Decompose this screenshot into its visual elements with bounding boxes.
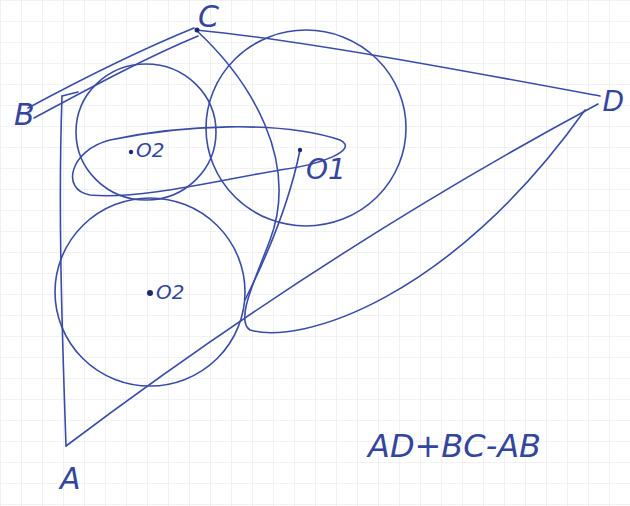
formula-note: AD+BC-AB (368, 430, 541, 462)
vertex-label: A (60, 464, 81, 494)
center-dot (147, 290, 153, 296)
center-label: O2 (156, 282, 184, 302)
elongated-loop (73, 127, 346, 196)
curve-loop (196, 30, 585, 333)
side-bc-second (34, 36, 198, 118)
vertex-label: D (602, 88, 624, 116)
center-label: O2 (136, 140, 164, 160)
circle-o1 (206, 30, 406, 226)
center-dot (129, 150, 133, 154)
side-ab (60, 96, 66, 446)
side-ad (66, 104, 598, 446)
side-cd (196, 30, 600, 96)
circle-o2-bottom (55, 198, 245, 386)
vertex-label: C (198, 2, 219, 32)
inner-stroke (245, 150, 300, 300)
circle-o2-top (76, 64, 216, 200)
center-dot (298, 148, 302, 152)
center-label: O1 (306, 156, 346, 184)
vertex-label: B (14, 100, 35, 130)
